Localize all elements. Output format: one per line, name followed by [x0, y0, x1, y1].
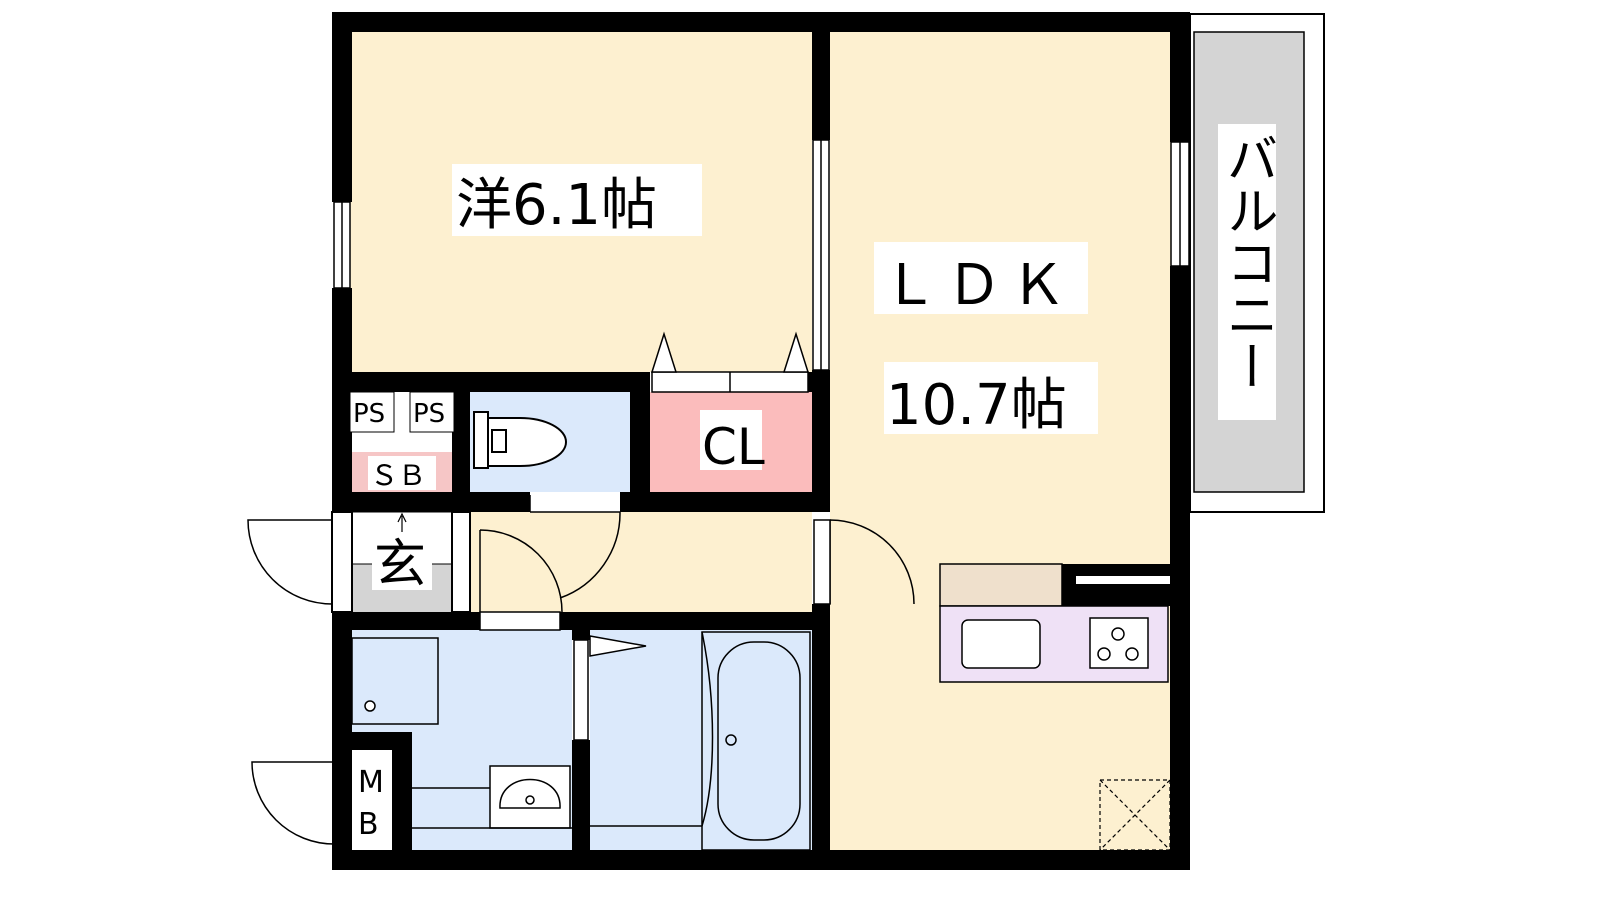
entrance-label: 玄: [374, 535, 426, 595]
closet-door: [650, 331, 810, 393]
shoe-box-label: ＳＢ: [370, 459, 426, 492]
ldk-floor: [830, 30, 1172, 852]
kitchen: [939, 563, 1170, 683]
toilet: [473, 411, 567, 469]
window-partition: [812, 139, 830, 371]
western-room-label: 洋6.1帖: [456, 173, 657, 238]
meter-box-label-b: B: [358, 807, 379, 842]
window-balcony: [1170, 141, 1190, 267]
storage-box: [1099, 779, 1171, 851]
ldk-title-label: ＬＤＫ: [882, 253, 1074, 318]
walls: [332, 12, 1190, 870]
bathtub: [590, 631, 811, 851]
closet-label: CL: [702, 418, 765, 476]
washing-machine: [351, 637, 439, 725]
entrance-arrow: [397, 512, 407, 532]
meter-box-label-m: M: [358, 765, 384, 800]
ps-label-1: PS: [353, 399, 385, 429]
ps-label-2: PS: [413, 399, 445, 429]
washbasin: [489, 765, 571, 829]
bathroom-floor: [590, 630, 812, 852]
window-west: [333, 201, 351, 289]
balcony-label: バルコニー: [1217, 132, 1277, 392]
ldk-size-label: 10.7帖: [886, 373, 1067, 438]
hallway-floor: [470, 512, 812, 612]
bath-door: [573, 635, 647, 741]
